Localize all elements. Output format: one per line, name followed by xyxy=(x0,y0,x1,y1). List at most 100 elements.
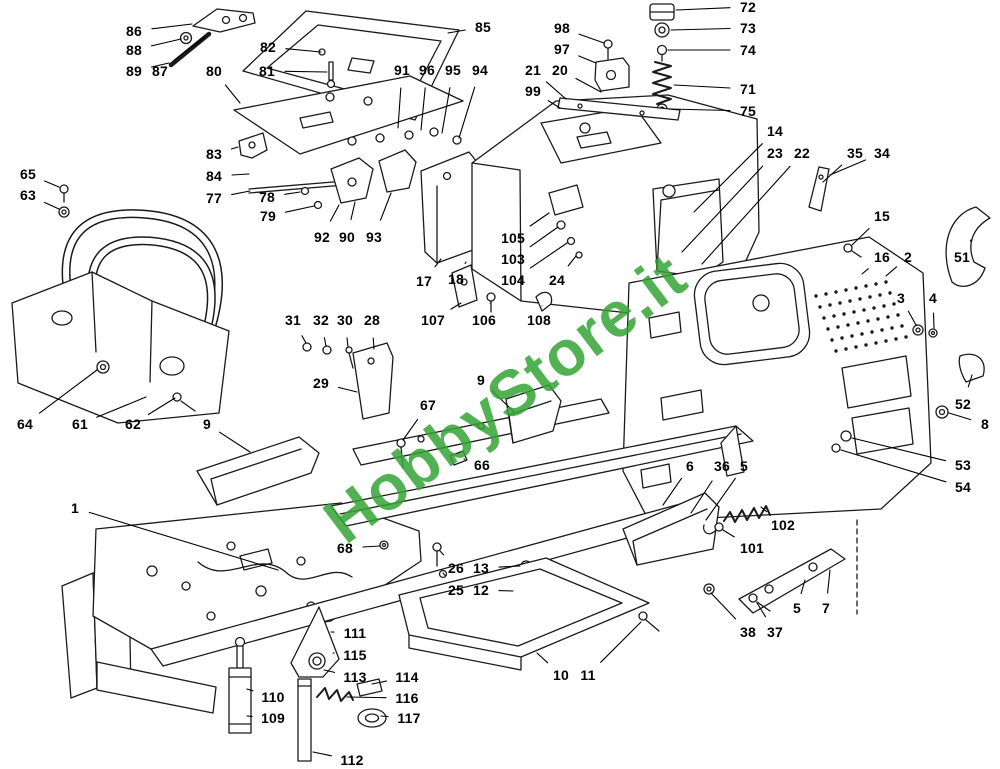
leader-line xyxy=(670,27,731,31)
leader-line xyxy=(578,33,605,44)
leader-line xyxy=(458,86,476,139)
leader-line xyxy=(230,146,239,150)
leader-line xyxy=(967,374,973,388)
leader-line xyxy=(851,437,947,462)
leader-line xyxy=(96,396,147,418)
leader-line xyxy=(969,239,972,242)
leader-line xyxy=(173,36,206,61)
leader-line xyxy=(224,84,241,104)
leader-line xyxy=(44,180,60,188)
vent-dot xyxy=(904,335,908,339)
leader-line xyxy=(760,506,768,513)
vent-dot xyxy=(856,321,860,325)
leader-line xyxy=(231,173,250,176)
leader-line xyxy=(701,165,791,265)
leader-line xyxy=(43,201,60,210)
vent-dot xyxy=(854,286,858,290)
leader-line xyxy=(800,579,806,595)
leader-line xyxy=(600,621,642,663)
leader-line xyxy=(851,227,870,246)
bottom-parts xyxy=(228,606,387,762)
leader-line xyxy=(442,572,446,577)
leader-line xyxy=(578,55,597,64)
leader-line xyxy=(827,569,831,594)
vent-dot xyxy=(884,339,888,343)
leader-line xyxy=(323,337,327,347)
support-plate xyxy=(233,48,464,155)
vent-dot xyxy=(858,297,862,301)
vent-dot xyxy=(892,302,896,306)
leader-line xyxy=(498,565,521,568)
leader-line xyxy=(693,143,763,213)
bracket-row xyxy=(238,127,478,264)
vent-dot xyxy=(848,299,852,303)
right-bracket-assembly xyxy=(622,492,846,614)
leader-line xyxy=(312,751,332,757)
leader-line xyxy=(668,108,731,112)
leader-line xyxy=(285,48,322,53)
vent-dot xyxy=(846,323,850,327)
vent-dot xyxy=(884,280,888,284)
leader-line xyxy=(575,77,602,93)
vent-dot xyxy=(862,308,866,312)
vent-dot xyxy=(874,341,878,345)
leader-line xyxy=(329,204,340,222)
vent-dot xyxy=(896,313,900,317)
vent-dot xyxy=(876,317,880,321)
leader-line xyxy=(88,511,279,571)
leader-line xyxy=(231,190,251,196)
leader-line xyxy=(829,159,866,176)
vent-dot xyxy=(844,288,848,292)
leader-line xyxy=(372,337,375,350)
leader-line xyxy=(675,7,731,11)
leader-line xyxy=(301,335,307,344)
vent-dot xyxy=(838,301,842,305)
leader-line xyxy=(705,477,736,521)
leader-line xyxy=(547,100,561,109)
vent-dot xyxy=(860,332,864,336)
vent-dot xyxy=(868,295,872,299)
leader-line xyxy=(491,389,515,413)
leader-line xyxy=(948,412,972,421)
leader-line xyxy=(447,29,466,34)
leader-line xyxy=(323,669,336,673)
vent-dot xyxy=(866,319,870,323)
leader-line xyxy=(151,23,193,30)
vent-dot xyxy=(888,291,892,295)
leader-line xyxy=(756,602,767,618)
vent-dot xyxy=(900,324,904,328)
vent-dot xyxy=(840,336,844,340)
vent-dot xyxy=(864,284,868,288)
leader-line xyxy=(362,545,381,548)
leader-line xyxy=(545,81,567,100)
leader-line xyxy=(284,70,328,73)
leader-line xyxy=(529,226,559,248)
hook-bracket xyxy=(808,166,991,419)
vent-dot xyxy=(882,304,886,308)
leader-line xyxy=(147,397,176,416)
leader-line xyxy=(434,258,442,268)
bar-assembly xyxy=(557,39,681,121)
leader-line xyxy=(285,205,315,213)
leader-line xyxy=(529,242,568,269)
leader-line xyxy=(681,165,764,253)
leader-line xyxy=(885,266,898,277)
leader-line xyxy=(38,369,98,414)
leader-line xyxy=(350,201,356,221)
vent-dot xyxy=(874,282,878,286)
vent-dot xyxy=(872,306,876,310)
vent-dot xyxy=(844,347,848,351)
leader-line xyxy=(710,592,737,620)
vent-dot xyxy=(886,315,890,319)
leader-line xyxy=(150,62,170,68)
leader-line xyxy=(861,268,869,275)
vent-dot xyxy=(824,292,828,296)
vent-dot xyxy=(852,310,856,314)
leader-line xyxy=(420,87,426,131)
vent-dot xyxy=(834,349,838,353)
vent-dot xyxy=(822,316,826,320)
leader-line xyxy=(246,688,254,692)
leader-line xyxy=(379,192,392,221)
